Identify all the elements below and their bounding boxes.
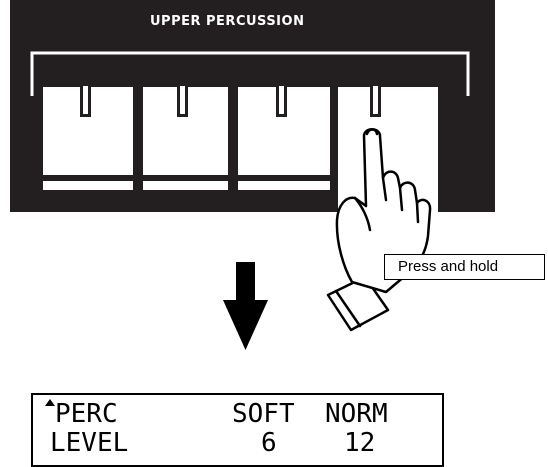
- panel-title: UPPER PERCUSSION: [150, 14, 350, 34]
- tab-button-3[interactable]: [238, 83, 330, 190]
- lcd-row-2: LEVEL 6 12: [33, 428, 442, 462]
- lcd-perc-label: PERC: [55, 399, 118, 429]
- lcd-norm-value: 12: [344, 428, 375, 458]
- lcd-display: PERC SOFT NORM LEVEL 6 12: [31, 393, 444, 467]
- press-and-hold-callout: Press and hold: [384, 254, 545, 280]
- up-triangle-icon: [45, 399, 55, 406]
- lcd-norm-label: NORM: [325, 399, 388, 429]
- lcd-level-label: LEVEL: [50, 428, 128, 458]
- tab-button-1[interactable]: [43, 83, 133, 190]
- lcd-soft-value: 6: [261, 428, 277, 458]
- down-arrow-icon: [223, 262, 268, 350]
- tab-button-2[interactable]: [143, 83, 228, 190]
- lcd-soft-label: SOFT: [232, 399, 295, 429]
